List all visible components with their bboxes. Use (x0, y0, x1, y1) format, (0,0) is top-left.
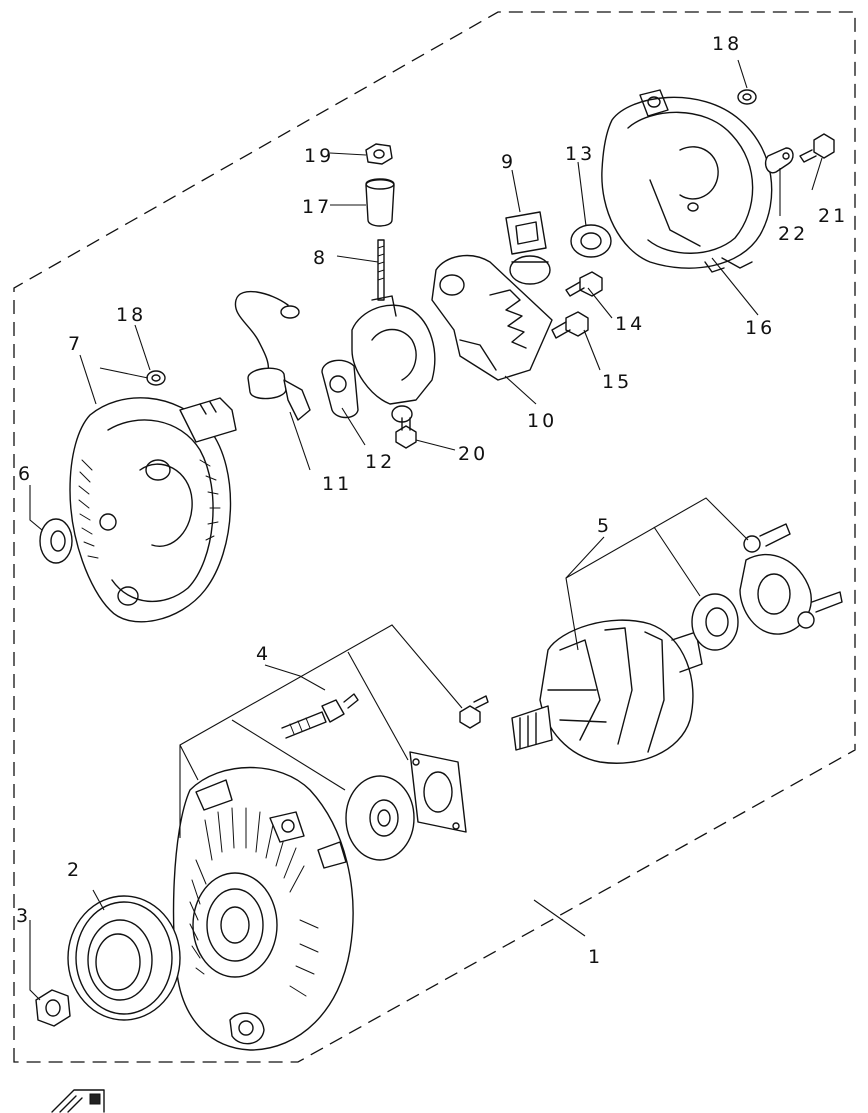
callout-10: 10 (527, 410, 557, 432)
callout-15: 15 (602, 371, 632, 393)
callout-21: 21 (818, 205, 848, 227)
part-2-pulley (67, 895, 181, 1021)
part-7-rear-housing (69, 397, 237, 623)
part-9-terminal-connector (505, 211, 551, 285)
callout-6: 6 (18, 463, 33, 485)
part-13-bushing (570, 224, 612, 258)
callout-13: 13 (565, 143, 595, 165)
callout-19: 19 (304, 145, 334, 167)
leader-lines (29, 59, 823, 1001)
callout-12: 12 (365, 451, 395, 473)
part-3-nut (35, 989, 71, 1027)
callout-20: 20 (458, 443, 488, 465)
callout-3: 3 (16, 905, 31, 927)
page-corner-icon (51, 1089, 105, 1113)
part-21-bolt (799, 133, 835, 163)
callout-5: 5 (597, 515, 612, 537)
callout-22: 22 (778, 223, 808, 245)
part-12-insulator (321, 359, 359, 419)
part-18-nut-top (737, 89, 757, 105)
part-16-rear-cover (601, 89, 773, 273)
callout-1: 1 (588, 946, 603, 968)
part-4-gasket-plate (409, 751, 467, 833)
part-4-stud-bolt (281, 693, 359, 739)
part-4-bearing (345, 775, 415, 861)
callout-9: 9 (501, 151, 516, 173)
part-4-screw (459, 695, 489, 729)
part-15-bolt (551, 311, 589, 339)
part-11-condenser (234, 290, 311, 421)
part-5-bearing (691, 593, 739, 651)
callout-2: 2 (67, 859, 82, 881)
part-22-terminal-plate (764, 147, 794, 174)
part-18-nut-left (146, 370, 166, 386)
front-housing (172, 766, 354, 1051)
callout-18-top: 18 (712, 33, 742, 55)
callout-17: 17 (302, 196, 332, 218)
callout-7: 7 (68, 333, 83, 355)
part-8-brush-holder (351, 239, 436, 423)
assembly-boundary (13, 11, 856, 1063)
part-19-nut (365, 143, 393, 165)
part-17-sleeve (365, 178, 395, 227)
part-14-bolt (565, 271, 603, 297)
callout-11: 11 (322, 473, 352, 495)
part-20-screw (395, 417, 417, 449)
part-10-regulator (431, 254, 553, 381)
callout-16: 16 (745, 317, 775, 339)
callout-4: 4 (256, 643, 271, 665)
callout-8: 8 (313, 247, 328, 269)
callout-labels: 1 2 3 4 5 6 7 8 9 10 11 12 13 14 15 16 1… (16, 33, 848, 968)
callout-18-left: 18 (116, 304, 146, 326)
part-5-rotor (511, 619, 703, 764)
callout-14: 14 (615, 313, 645, 335)
part-5-retainer-plate (739, 523, 843, 635)
part-6-bearing (39, 518, 73, 564)
